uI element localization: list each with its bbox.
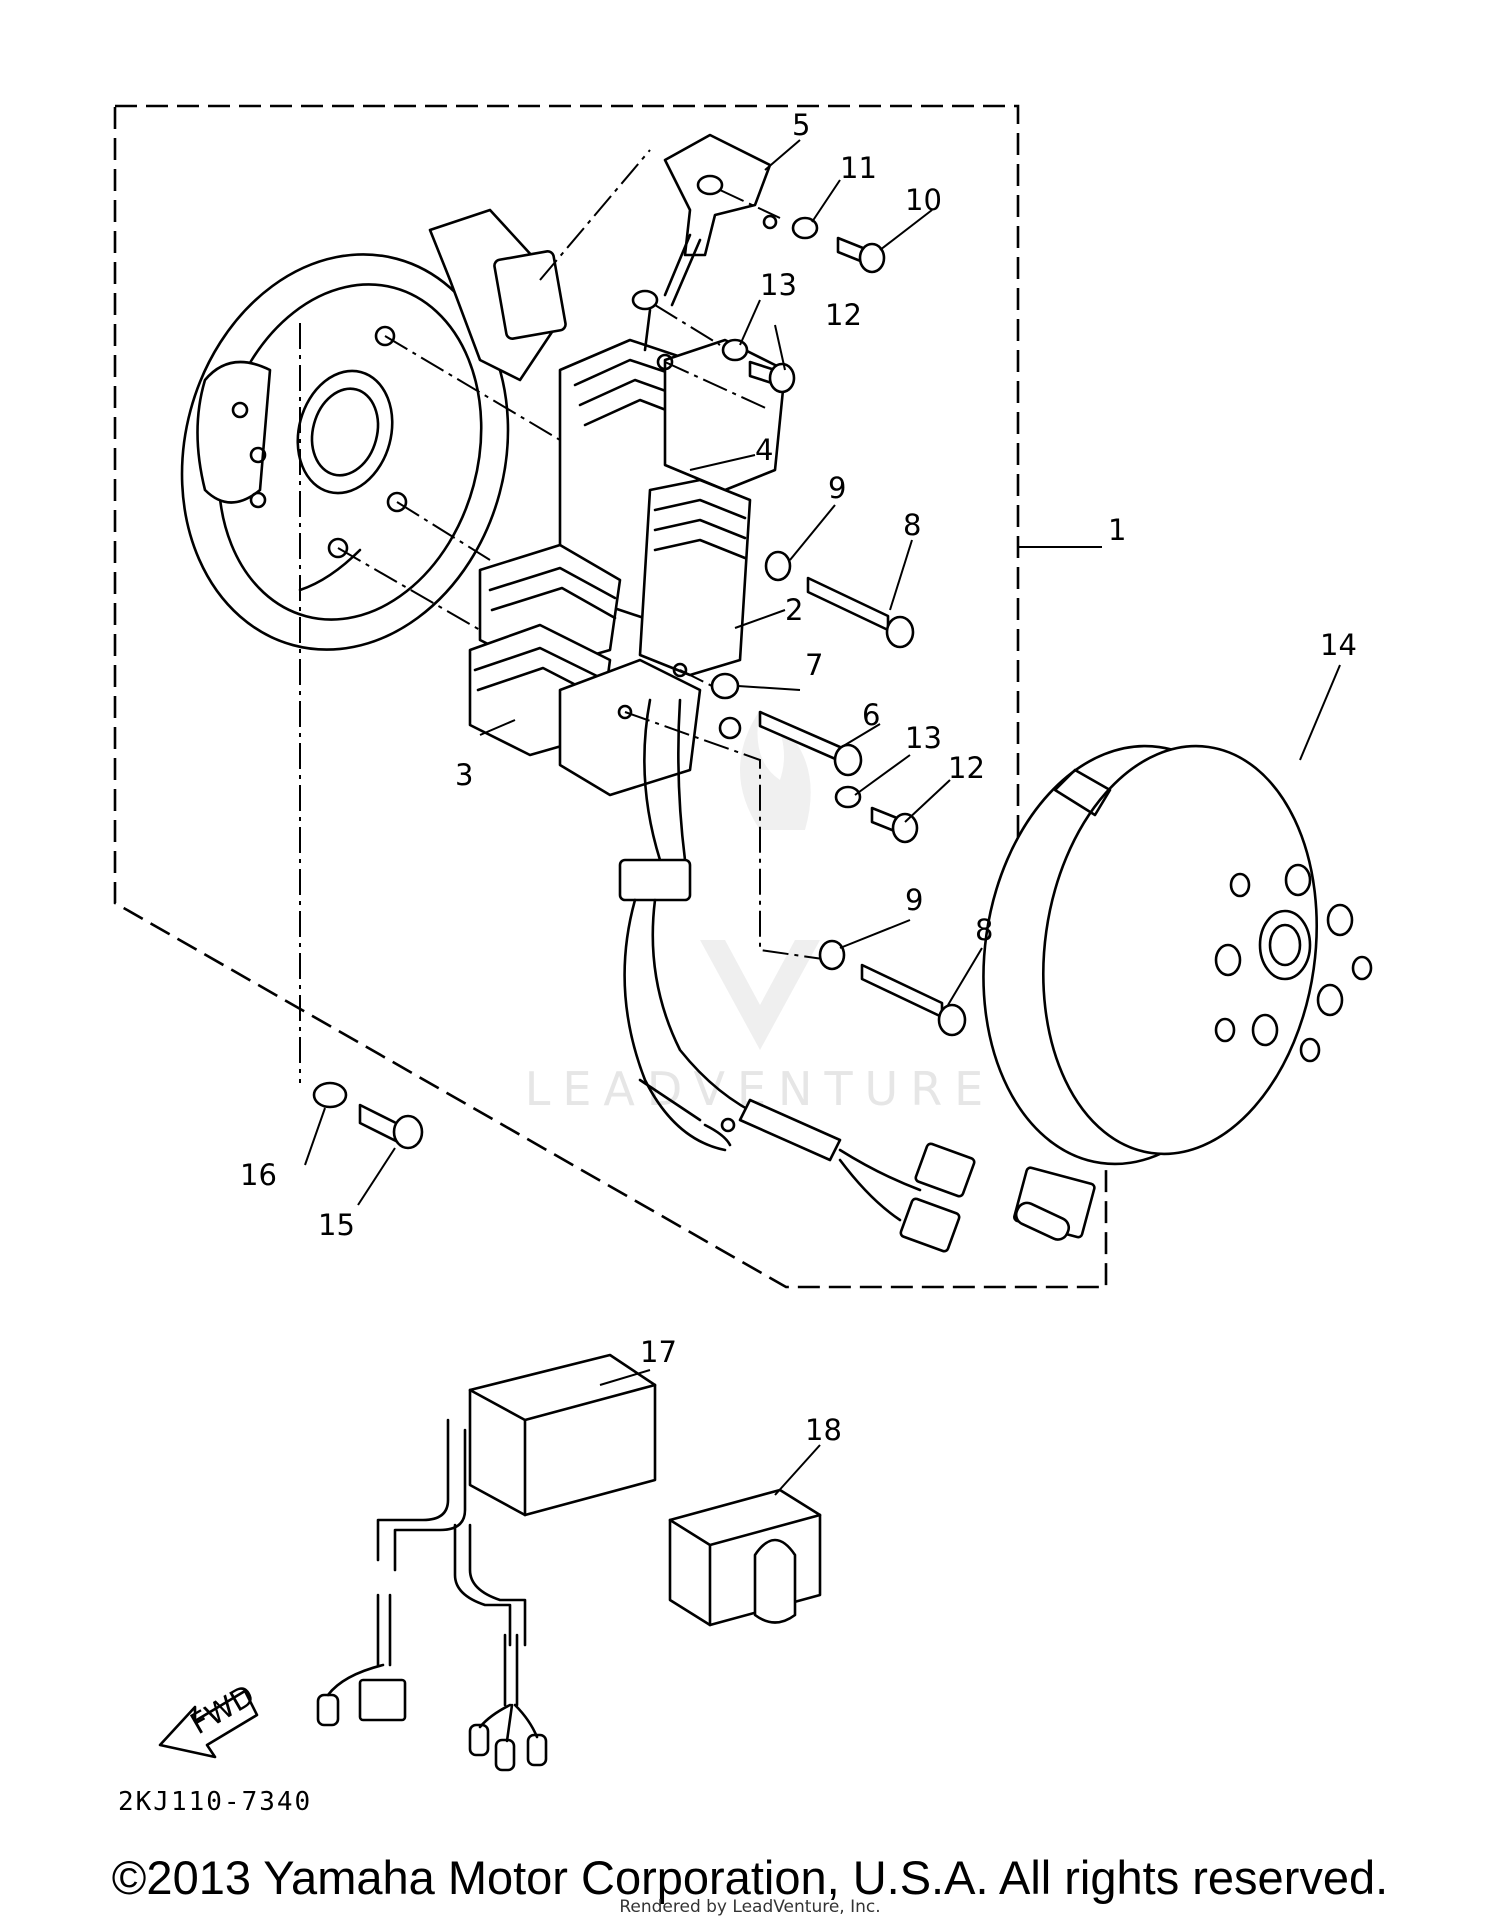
callout-15: 15 xyxy=(318,1208,355,1242)
cdi-unit xyxy=(316,1353,657,1772)
fasteners xyxy=(312,216,967,1150)
alignment-line xyxy=(384,335,561,441)
alignment-line xyxy=(624,711,831,961)
callout-17: 17 xyxy=(640,1335,677,1369)
rendered-by-credit: Rendered by LeadVenture, Inc. xyxy=(619,1897,881,1917)
callout-8: 8 xyxy=(903,508,921,542)
lock-washer-13 xyxy=(721,338,749,362)
fwd-arrow: FWD xyxy=(158,1678,260,1759)
callout-8b: 8 xyxy=(975,913,993,947)
bolt-8 xyxy=(806,576,890,632)
wire-harness xyxy=(618,698,1096,1253)
callout-labels: 1 2 3 4 5 6 7 8 8 9 9 10 11 12 12 13 13 … xyxy=(240,108,1357,1447)
callout-2: 2 xyxy=(785,593,803,627)
leader-lines xyxy=(304,139,1341,1496)
callout-1: 1 xyxy=(1108,513,1126,547)
washer-9 xyxy=(764,550,792,582)
diagram-code: 2KJ110-7340 xyxy=(118,1787,312,1817)
callout-9b: 9 xyxy=(905,883,923,917)
washer-16 xyxy=(312,1081,348,1109)
callout-13b: 13 xyxy=(905,721,942,755)
callout-5: 5 xyxy=(792,108,810,142)
callout-6: 6 xyxy=(862,698,880,732)
bolt-8b xyxy=(860,963,944,1019)
callout-14: 14 xyxy=(1320,628,1357,662)
stator-base-plate xyxy=(180,208,567,651)
alignment-line xyxy=(679,669,721,691)
callout-4: 4 xyxy=(755,433,773,467)
callout-12b: 12 xyxy=(948,751,985,785)
callout-3: 3 xyxy=(455,758,473,792)
callout-13: 13 xyxy=(760,268,797,302)
lock-washer-11 xyxy=(791,216,819,240)
pulser-coil xyxy=(631,133,781,352)
callout-10: 10 xyxy=(905,183,942,217)
alignment-line xyxy=(539,149,651,281)
callout-11: 11 xyxy=(840,151,877,185)
callout-12: 12 xyxy=(825,298,862,332)
cdi-rubber-holder xyxy=(668,1488,822,1627)
alignment-line xyxy=(664,361,771,411)
washer-7 xyxy=(710,672,740,700)
alignment-line xyxy=(396,501,491,561)
callout-18: 18 xyxy=(805,1413,842,1447)
flywheel-rotor xyxy=(982,744,1373,1166)
callout-16: 16 xyxy=(240,1158,277,1192)
callout-9: 9 xyxy=(828,471,846,505)
lock-washer-13b xyxy=(834,785,862,809)
callout-7: 7 xyxy=(805,648,823,682)
copyright-notice: ©2013 Yamaha Motor Corporation, U.S.A. A… xyxy=(111,1851,1389,1904)
washer-9b xyxy=(818,939,846,971)
alignment-line xyxy=(337,547,481,631)
assembly-boundary xyxy=(113,104,1108,1289)
